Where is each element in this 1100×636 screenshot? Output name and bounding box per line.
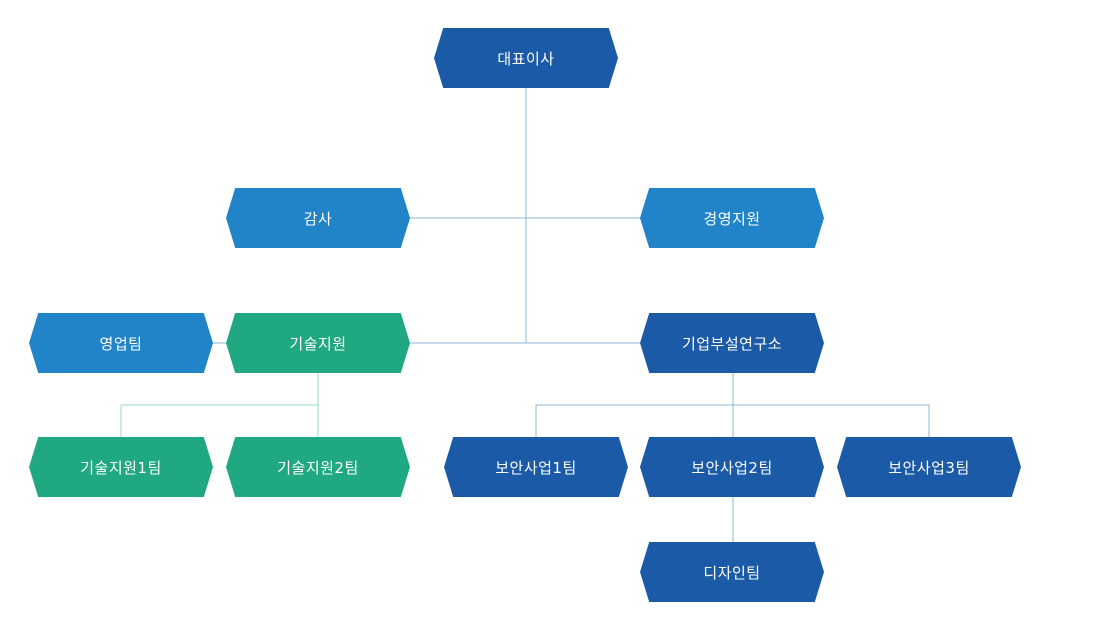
node-security-team-2-label: 보안사업2팀: [691, 458, 773, 477]
node-audit: 감사: [226, 188, 410, 248]
node-tech-support-team-2: 기술지원2팀: [226, 437, 410, 497]
node-management-support: 경영지원: [640, 188, 824, 248]
node-tech-support-team-1-label: 기술지원1팀: [80, 458, 162, 477]
node-design-team: 디자인팀: [640, 542, 824, 602]
node-security-team-2: 보안사업2팀: [640, 437, 824, 497]
node-security-team-3-label: 보안사업3팀: [888, 458, 970, 477]
node-ceo-label: 대표이사: [497, 49, 555, 68]
node-tech-support: 기술지원: [226, 313, 410, 373]
node-tech-support-label: 기술지원: [289, 334, 347, 353]
node-tech-support-team-1: 기술지원1팀: [29, 437, 213, 497]
node-audit-label: 감사: [303, 209, 333, 228]
node-sales-team-label: 영업팀: [99, 334, 143, 353]
node-sales-team: 영업팀: [29, 313, 213, 373]
node-research-institute: 기업부설연구소: [640, 313, 824, 373]
node-security-team-1: 보안사업1팀: [444, 437, 628, 497]
node-tech-support-team-2-label: 기술지원2팀: [277, 458, 359, 477]
node-management-support-label: 경영지원: [703, 209, 761, 228]
node-security-team-3: 보안사업3팀: [837, 437, 1021, 497]
node-ceo: 대표이사: [434, 28, 618, 88]
node-research-institute-label: 기업부설연구소: [681, 334, 783, 353]
node-design-team-label: 디자인팀: [703, 563, 761, 582]
node-security-team-1-label: 보안사업1팀: [495, 458, 577, 477]
